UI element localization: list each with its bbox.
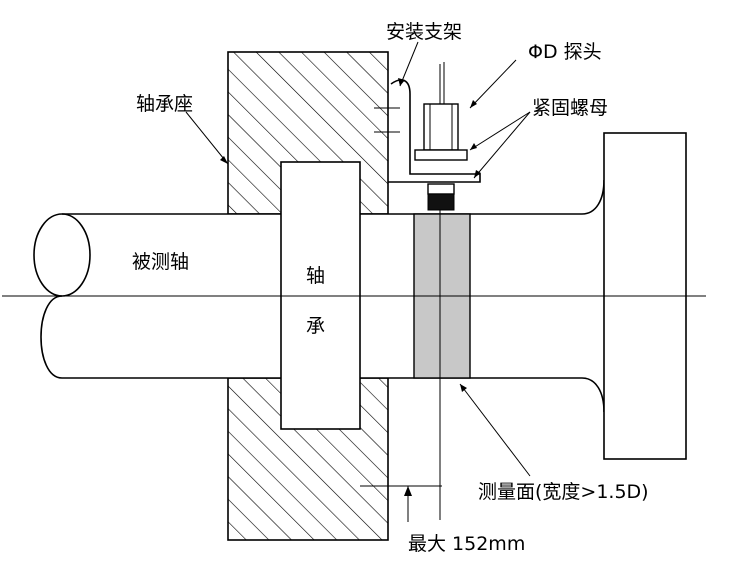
probe-tip: [427, 193, 455, 211]
bearing-seat-label: 轴承座: [136, 93, 193, 115]
mounting-bracket: [374, 79, 481, 183]
probe-label: ΦD 探头: [528, 41, 602, 63]
measure-surface-label: 测量面(宽度>1.5D): [478, 481, 649, 503]
nut-label: 紧固螺母: [532, 97, 608, 119]
bearing-label-top: 轴: [306, 265, 325, 287]
bracket-label: 安装支架: [386, 21, 462, 43]
probe: [414, 62, 468, 520]
shaft-label: 被测轴: [132, 251, 189, 273]
max-distance-label: 最大 152mm: [408, 533, 525, 555]
bearing-label-bottom: 承: [306, 315, 325, 337]
leader-lines: [185, 41, 531, 522]
